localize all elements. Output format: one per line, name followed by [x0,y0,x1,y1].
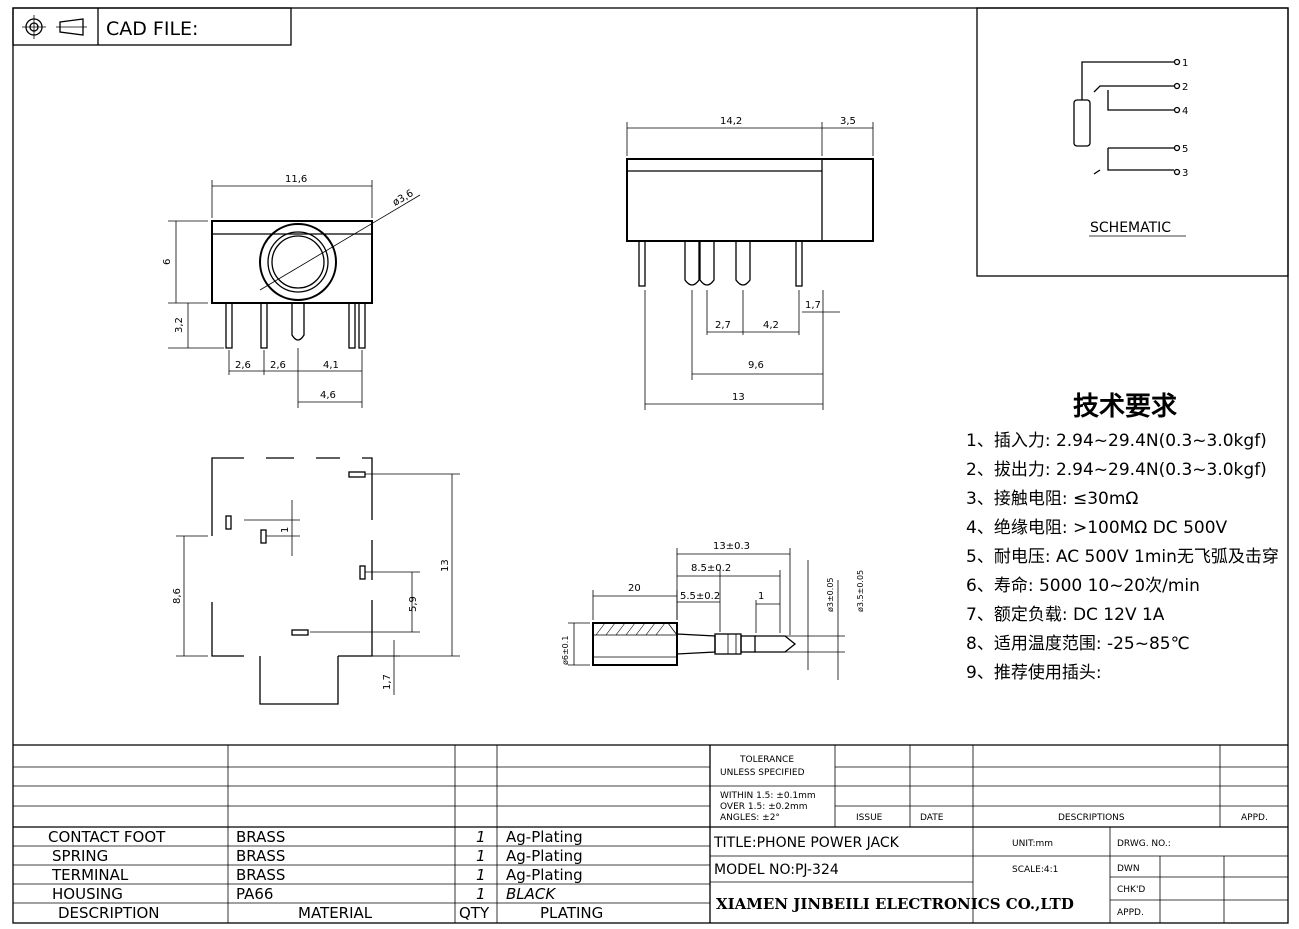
rev-header-desc: DESCRIPTIONS [1058,813,1125,823]
dim-label: ø3±0.05 [826,578,835,613]
front-view: 11,6 ø3,6 6 3,2 2,6 2,6 4,1 4,6 [162,174,421,408]
pin-label: 5 [1182,144,1188,155]
bom-plating: Ag-Plating [506,866,583,884]
tolerance-value: ANGLES: ±2° [720,813,780,823]
bom-header-qty: QTY [459,904,490,922]
dim-label: 20 [628,583,641,594]
dim-label: ø3,6 [391,188,416,209]
dim-label: 13 [440,559,451,572]
dim-label: 1 [280,527,291,533]
checked-by-label: CHK'D [1117,885,1145,895]
dim-label: 5.5±0.2 [680,591,720,602]
dim-label: 11,6 [285,174,307,185]
cad-file-label: CAD FILE: [106,18,198,40]
requirement-item: 2、拔出力: 2.94~29.4N(0.3~3.0kgf) [966,460,1267,480]
bom-desc: SPRING [52,847,108,865]
dim-label: ø6±0.1 [561,636,570,665]
dim-label: 8.5±0.2 [691,563,731,574]
pin-label: 4 [1182,106,1188,117]
scale-label: SCALE:4:1 [1012,865,1058,875]
dim-label: 3,2 [174,317,185,333]
rev-header-appd: APPD. [1241,813,1268,823]
requirements: 技术要求 1、插入力: 2.94~29.4N(0.3~3.0kgf) 2、拔出力… [966,392,1279,683]
bom-material: BRASS [236,847,285,865]
dim-label: 6 [162,259,173,265]
requirement-item: 5、耐电压: AC 500V 1min无飞弧及击穿 [966,547,1279,567]
dim-label: 2,7 [715,320,731,331]
hatch-pattern [595,622,666,636]
drawing-number-label: DRWG. NO.: [1117,839,1171,849]
bom-header-desc: DESCRIPTION [58,904,160,922]
tolerance-label: TOLERANCE [739,755,794,765]
dim-label: 8,6 [172,588,183,604]
bom-plating: BLACK [506,885,556,903]
pin-label: 3 [1182,168,1188,179]
pin-label: 2 [1182,82,1188,93]
requirement-item: 7、额定负载: DC 12V 1A [966,605,1165,625]
bom-material: BRASS [236,828,285,846]
dim-label: 2,6 [235,360,251,371]
dim-label: 4,2 [763,320,779,331]
dim-label: 1,7 [382,674,393,690]
pin-label: 1 [1182,58,1188,69]
dim-label: 4,6 [320,390,336,401]
bom-qty: 1 [476,847,486,865]
tolerance-value: WITHIN 1.5: ±0.1mm [720,791,816,801]
drawing-title: TITLE:PHONE POWER JACK [713,835,900,851]
title-block: TOLERANCE UNLESS SPECIFIED WITHIN 1.5: ±… [13,744,1288,923]
dim-label: 1,7 [805,300,821,311]
bom-header-material: MATERIAL [298,904,373,922]
bom-desc: TERMINAL [51,866,129,884]
bom-plating: Ag-Plating [506,828,583,846]
dim-label: 4,1 [323,360,339,371]
requirement-item: 1、插入力: 2.94~29.4N(0.3~3.0kgf) [966,431,1267,451]
header-box: CAD FILE: [12,7,292,46]
dim-label: 9,6 [748,360,764,371]
bottom-view: 13 8,6 1 5,9 1,7 [172,457,460,705]
bom-material: BRASS [236,866,285,884]
schematic-title: SCHEMATIC [1090,220,1171,236]
bom-qty: 1 [476,828,486,846]
bom-header-plating: PLATING [540,904,603,922]
dim-label: 5,9 [408,596,419,612]
requirements-title: 技术要求 [1073,392,1177,422]
drawn-by-label: DWN [1117,864,1140,874]
bom-plating: Ag-Plating [506,847,583,865]
rev-header-issue: ISSUE [856,813,883,823]
approved-by-label: APPD. [1117,908,1144,918]
plug-view: 13±0.3 8.5±0.2 5.5±0.2 20 1 ø3±0.05 ø3.5… [561,541,865,680]
requirement-item: 4、绝缘电阻: >100MΩ DC 500V [966,518,1228,538]
company-name: XIAMEN JINBEILI ELECTRONICS CO.,LTD [716,895,1074,913]
bom-material: PA66 [236,885,273,903]
bom-desc: HOUSING [52,885,123,903]
bom-qty: 1 [476,885,486,903]
bom-desc: CONTACT FOOT [48,828,166,846]
dim-label: 2,6 [270,360,286,371]
dim-label: 1 [758,591,764,602]
requirement-item: 6、寿命: 5000 10~20次/min [966,576,1200,596]
first-angle-projection-icon [22,15,87,39]
dim-label: 13±0.3 [713,541,750,552]
unit-label: UNIT:mm [1012,839,1053,849]
requirement-item: 8、适用温度范围: -25~85℃ [966,634,1190,654]
model-number: MODEL NO:PJ-324 [714,862,839,878]
bom-qty: 1 [476,866,486,884]
tolerance-label: UNLESS SPECIFIED [720,768,805,778]
dim-label: 13 [732,392,745,403]
schematic-box: 1 2 4 5 3 SCHEMATIC [976,7,1289,277]
dim-label: 3,5 [840,116,856,127]
dim-label: ø3.5±0.05 [856,570,865,612]
rev-header-date: DATE [920,813,944,823]
requirement-item: 9、推荐使用插头: [966,662,1102,683]
requirement-item: 3、接触电阻: ≤30mΩ [966,489,1138,509]
dim-label: 14,2 [720,116,742,127]
drawing-border [12,7,1289,924]
side-view: 14,2 3,5 2,7 4,2 1,7 9,6 13 [626,116,874,410]
tolerance-value: OVER 1.5: ±0.2mm [720,802,807,812]
